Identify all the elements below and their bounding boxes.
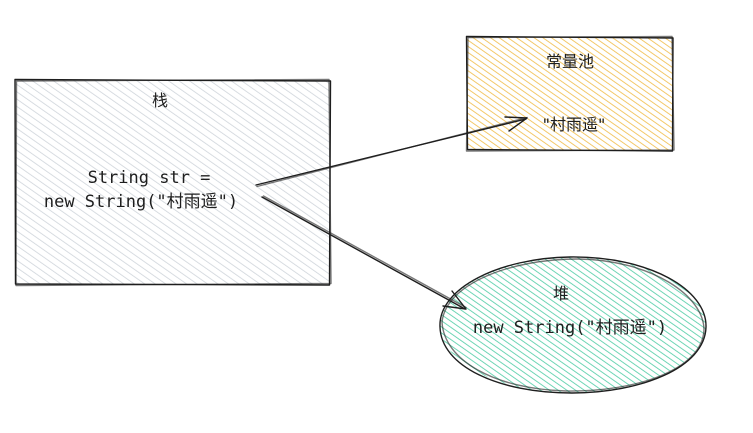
constant-pool-title: 常量池 <box>546 52 594 71</box>
constant-pool-box: 常量池 "村雨遥" <box>465 35 675 152</box>
heap-title: 堆 <box>553 284 569 303</box>
stack-code-line2: new String("村雨遥") <box>44 192 238 212</box>
constant-pool-value: "村雨遥" <box>543 115 606 134</box>
arrow-to-heap <box>261 195 467 310</box>
heap-value: new String("村雨遥") <box>473 318 667 338</box>
stack-code-line1: String str = <box>88 168 211 188</box>
stack-title: 栈 <box>152 91 168 110</box>
heap-ellipse: 堆 new String("村雨遥") <box>439 256 707 394</box>
arrow-to-constant-pool <box>255 116 528 188</box>
stack-box: 栈 String str = new String("村雨遥") <box>14 78 332 287</box>
